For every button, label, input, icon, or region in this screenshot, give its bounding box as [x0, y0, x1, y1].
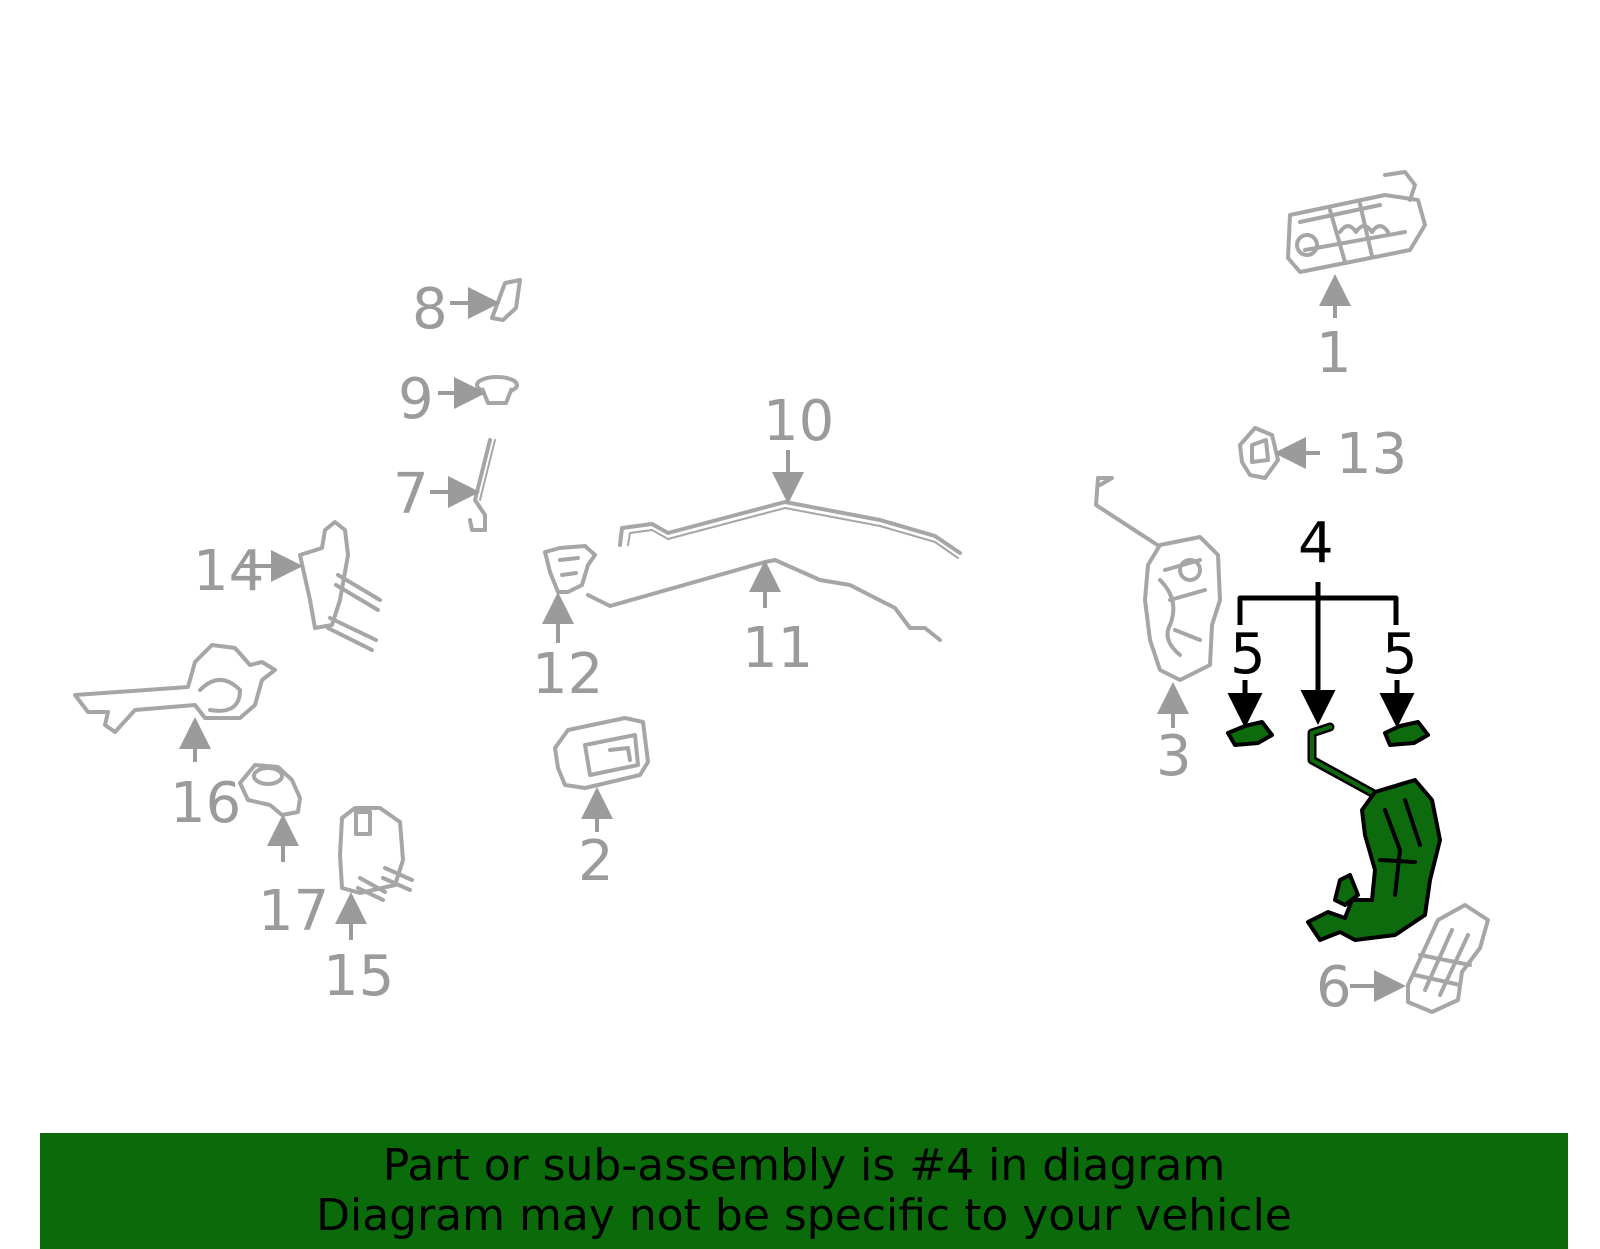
callout-1: 1 [1316, 321, 1352, 386]
banner-line-1: Part or sub-assembly is #4 in diagram [382, 1140, 1226, 1191]
banner-line-2: Diagram may not be specific to your vehi… [316, 1190, 1292, 1241]
part-5-screw-left[interactable] [1226, 720, 1274, 747]
part-12-clip[interactable] [543, 544, 597, 594]
callout-11: 11 [742, 616, 813, 681]
callout-2: 2 [578, 829, 614, 894]
callout-17: 17 [258, 879, 329, 944]
part-9-grommet[interactable] [475, 375, 519, 405]
part-14-hinge[interactable] [298, 520, 382, 652]
callout-13: 13 [1336, 422, 1407, 487]
callout-3: 3 [1156, 724, 1192, 789]
part-5-screw-right[interactable] [1383, 720, 1430, 747]
part-6-striker[interactable] [1406, 903, 1490, 1014]
callout-6: 6 [1316, 955, 1352, 1020]
part-11-rod[interactable] [586, 558, 942, 642]
part-17-cover[interactable] [238, 763, 302, 817]
part-15-hinge[interactable] [338, 806, 414, 902]
part-4-door-lock-actuator[interactable] [1306, 722, 1442, 942]
callout-8: 8 [412, 277, 448, 342]
part-8-cap[interactable] [490, 278, 522, 322]
part-7-rod[interactable] [468, 438, 496, 532]
part-4-bracket [1237, 582, 1399, 725]
callout-15: 15 [323, 944, 394, 1009]
callout-7: 7 [393, 462, 429, 527]
part-13-clip[interactable] [1238, 426, 1280, 480]
callout-4: 4 [1298, 511, 1334, 576]
part-1-outside-handle[interactable] [1286, 170, 1427, 274]
callout-10: 10 [763, 389, 834, 454]
part-16-door-check[interactable] [73, 643, 277, 734]
callout-9: 9 [398, 367, 434, 432]
part-2-inside-handle[interactable] [553, 716, 650, 790]
callout-5-right: 5 [1382, 622, 1418, 687]
notice-banner: Part or sub-assembly is #4 in diagram Di… [40, 1133, 1568, 1249]
callout-16: 16 [170, 771, 241, 836]
part-3-latch[interactable] [1094, 476, 1222, 682]
callout-12: 12 [532, 642, 603, 707]
part-10-rod[interactable] [618, 500, 962, 559]
callout-14: 14 [193, 539, 264, 604]
callout-5-left: 5 [1230, 622, 1266, 687]
